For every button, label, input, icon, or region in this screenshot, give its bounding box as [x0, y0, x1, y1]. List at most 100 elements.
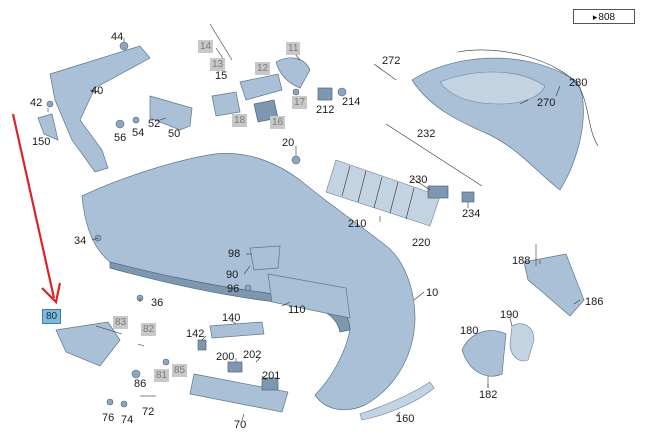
- label-234[interactable]: 234: [462, 208, 481, 220]
- reflector-grid[interactable]: [325, 159, 441, 227]
- label-86[interactable]: 86: [134, 378, 147, 390]
- label-14[interactable]: 14: [198, 40, 214, 53]
- part-234[interactable]: [461, 191, 475, 203]
- rail-50[interactable]: [149, 95, 193, 131]
- label-56[interactable]: 56: [114, 132, 127, 144]
- label-10[interactable]: 10: [426, 287, 439, 299]
- part-160[interactable]: [359, 381, 435, 421]
- label-214[interactable]: 214: [342, 96, 361, 108]
- label-186[interactable]: 186: [585, 296, 604, 308]
- label-16[interactable]: 16: [270, 116, 286, 129]
- label-272[interactable]: 272: [382, 55, 401, 67]
- label-190[interactable]: 190: [500, 309, 519, 321]
- bumper-lower-edge: [109, 261, 351, 333]
- label-81[interactable]: 81: [154, 369, 170, 382]
- part-86[interactable]: [131, 369, 141, 379]
- label-50[interactable]: 50: [168, 128, 181, 140]
- label-52[interactable]: 52: [148, 118, 161, 130]
- part-201[interactable]: [261, 377, 279, 391]
- reference-808-label: 808: [598, 12, 616, 23]
- label-15[interactable]: 15: [215, 70, 228, 82]
- rod-83: [95, 325, 123, 335]
- label-90[interactable]: 90: [226, 269, 239, 281]
- label-13[interactable]: 13: [210, 58, 226, 71]
- part-54[interactable]: [132, 116, 140, 124]
- part-74[interactable]: [120, 400, 128, 408]
- part-214[interactable]: [337, 87, 347, 97]
- label-110[interactable]: 110: [288, 304, 306, 316]
- label-201[interactable]: 201: [262, 370, 281, 382]
- part-190[interactable]: [509, 323, 535, 362]
- label-40[interactable]: 40: [91, 85, 104, 97]
- part-76[interactable]: [106, 398, 114, 406]
- part-14[interactable]: [209, 23, 233, 61]
- reflector-grid-lines: [341, 165, 415, 220]
- part-142[interactable]: [197, 339, 207, 351]
- label-200[interactable]: 200: [216, 351, 235, 363]
- label-80[interactable]: 80: [41, 309, 62, 324]
- part-140[interactable]: [209, 321, 265, 339]
- label-160[interactable]: 160: [396, 413, 415, 425]
- part-98[interactable]: [249, 245, 281, 271]
- part-44[interactable]: [119, 41, 129, 51]
- arrow-right-icon: ▸: [592, 12, 598, 22]
- label-180[interactable]: 180: [460, 325, 479, 337]
- part-110[interactable]: [267, 273, 351, 319]
- label-140[interactable]: 140: [222, 312, 241, 324]
- label-230[interactable]: 230: [409, 174, 428, 186]
- label-44[interactable]: 44: [111, 31, 124, 43]
- part-230[interactable]: [427, 185, 449, 199]
- label-188[interactable]: 188: [512, 255, 531, 267]
- part-18[interactable]: [211, 91, 241, 117]
- label-42[interactable]: 42: [30, 97, 43, 109]
- part-42[interactable]: [46, 100, 54, 108]
- label-142[interactable]: 142: [186, 328, 205, 340]
- indicator-arrow-icon: [11, 113, 56, 299]
- label-76[interactable]: 76: [102, 412, 115, 424]
- part-20[interactable]: [291, 155, 301, 165]
- label-34[interactable]: 34: [74, 235, 87, 247]
- part-186[interactable]: [523, 253, 585, 317]
- part-80[interactable]: [55, 321, 121, 367]
- left-bracket[interactable]: [49, 45, 151, 173]
- label-83[interactable]: 83: [113, 316, 129, 329]
- label-98[interactable]: 98: [228, 248, 241, 260]
- label-270[interactable]: 270: [537, 97, 556, 109]
- label-82[interactable]: 82: [141, 323, 157, 336]
- label-96[interactable]: 96: [227, 283, 240, 295]
- indicator-arrow-head-icon: [41, 282, 62, 305]
- part-12[interactable]: [239, 73, 283, 101]
- label-202[interactable]: 202: [243, 349, 262, 361]
- label-36[interactable]: 36: [151, 297, 164, 309]
- label-72[interactable]: 72: [142, 406, 155, 418]
- reference-808-button[interactable]: ▸808: [573, 9, 635, 24]
- part-17[interactable]: [292, 88, 300, 96]
- label-18[interactable]: 18: [232, 114, 248, 127]
- label-17[interactable]: 17: [292, 96, 308, 109]
- part-200[interactable]: [227, 361, 243, 373]
- label-54[interactable]: 54: [132, 127, 145, 139]
- label-210[interactable]: 210: [348, 218, 367, 230]
- part-212[interactable]: [317, 87, 333, 101]
- label-12[interactable]: 12: [255, 62, 271, 75]
- part-96[interactable]: [244, 284, 252, 292]
- trim-strip[interactable]: [457, 49, 599, 147]
- bracket-150[interactable]: [37, 113, 59, 141]
- label-182[interactable]: 182: [479, 389, 498, 401]
- label-70[interactable]: 70: [234, 419, 247, 431]
- label-20[interactable]: 20: [282, 137, 295, 149]
- label-212[interactable]: 212: [316, 104, 335, 116]
- part-70[interactable]: [189, 373, 289, 413]
- part-81[interactable]: [162, 358, 170, 366]
- label-85[interactable]: 85: [172, 364, 188, 377]
- label-11[interactable]: 11: [286, 42, 301, 55]
- label-150[interactable]: 150: [32, 136, 51, 148]
- part-11[interactable]: [275, 57, 311, 89]
- label-220[interactable]: 220: [412, 237, 431, 249]
- part-180[interactable]: [461, 330, 507, 377]
- label-280[interactable]: 280: [569, 77, 588, 89]
- part-56[interactable]: [115, 119, 125, 129]
- label-74[interactable]: 74: [121, 414, 134, 426]
- label-232[interactable]: 232: [417, 128, 436, 140]
